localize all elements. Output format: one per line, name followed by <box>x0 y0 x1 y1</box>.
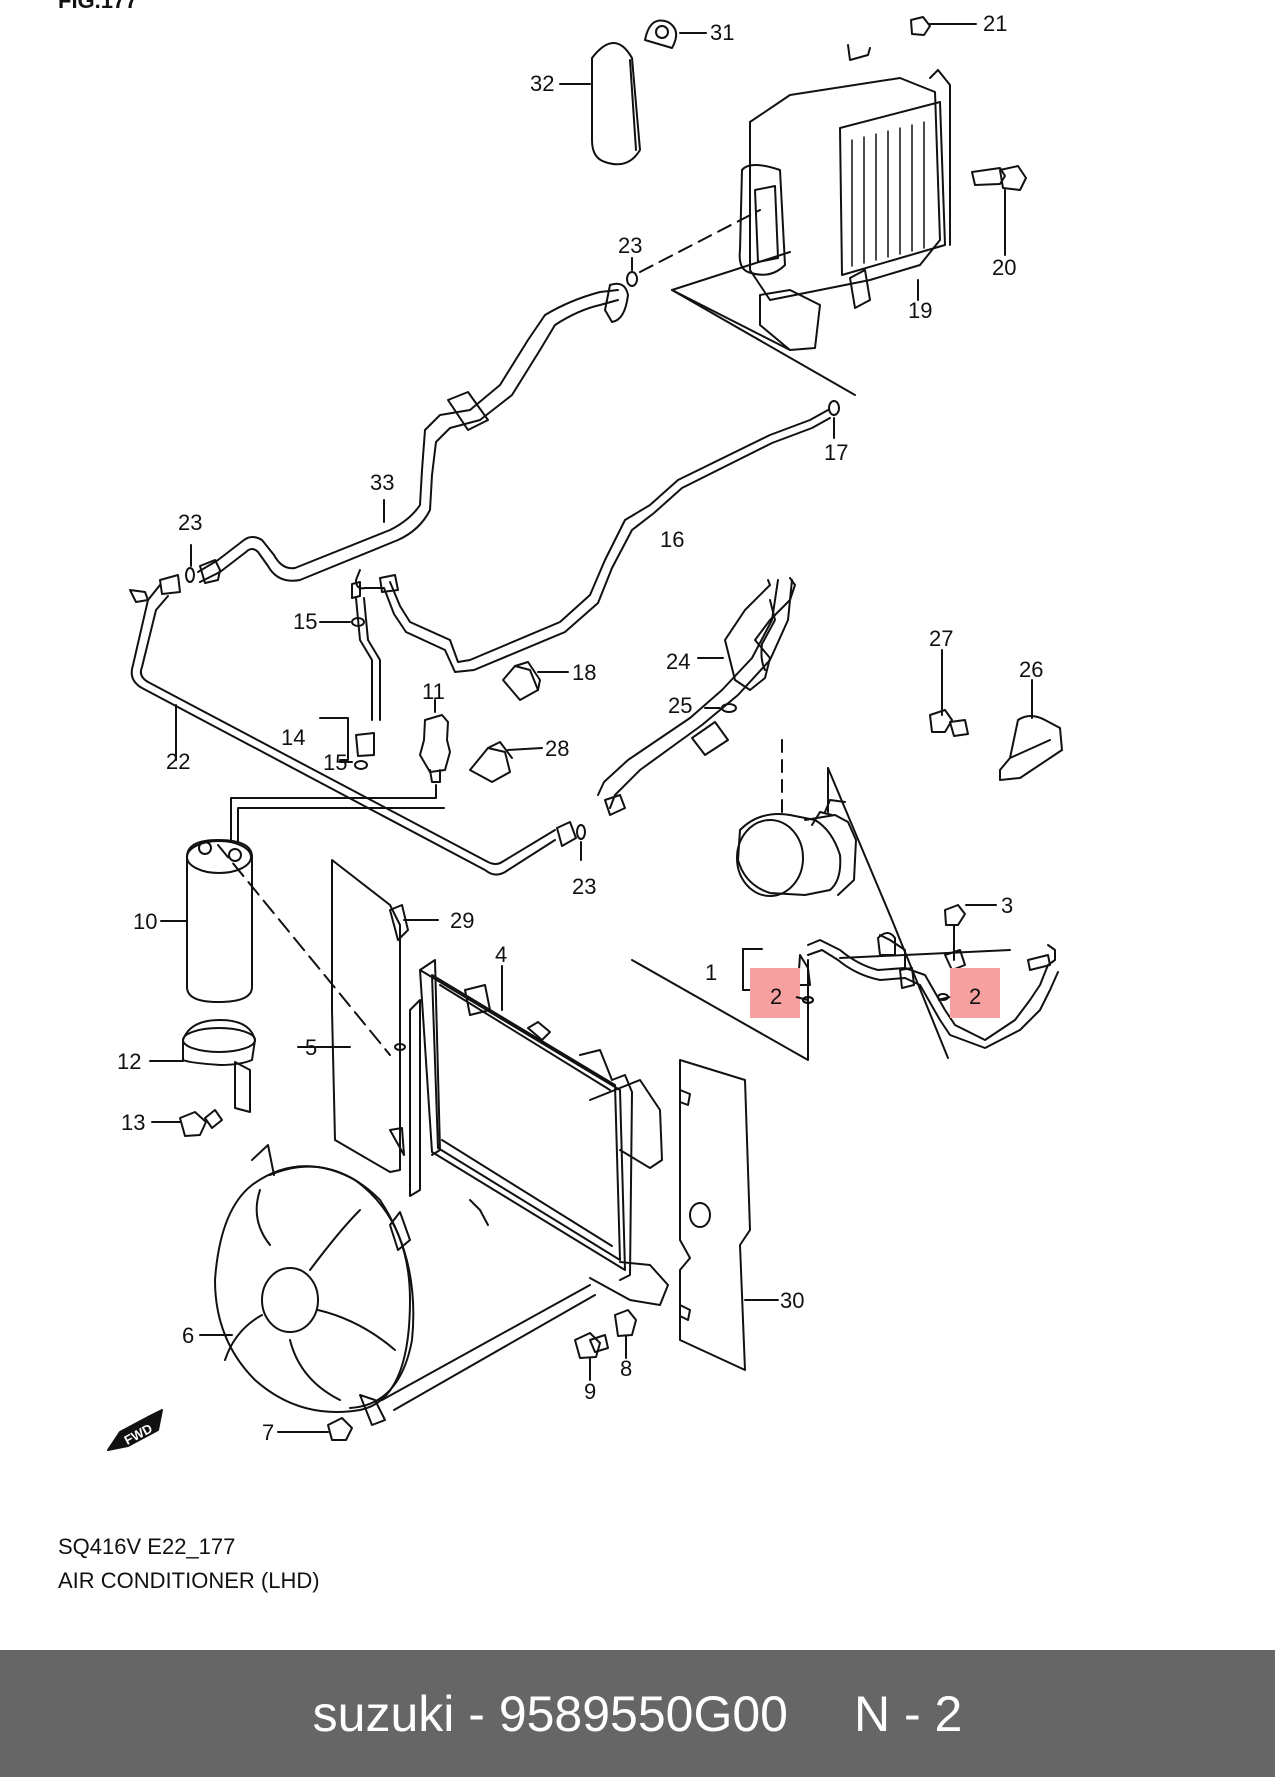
callout-17: 17 <box>824 440 848 465</box>
part-23-oring-bottom <box>556 821 586 861</box>
callout-19: 19 <box>908 298 932 323</box>
callout-27: 27 <box>929 626 953 651</box>
part-22-liquid-pipe <box>129 584 556 876</box>
callout-31: 31 <box>710 20 734 45</box>
highlight-box-part-2-right <box>950 968 1000 1018</box>
parts-diagram: FIG.177 <box>58 0 1063 1451</box>
part-23-oring-left <box>159 544 221 595</box>
callout-14: 14 <box>281 725 305 750</box>
part-14-pressure-hose <box>319 581 381 770</box>
callout-24: 24 <box>666 649 690 674</box>
part-8-grommet <box>614 1309 637 1359</box>
callout-21: 21 <box>983 11 1007 36</box>
part-number-footer: suzuki - 9589550G00 N - 2 <box>0 1650 1275 1777</box>
callout-6: 6 <box>182 1323 194 1348</box>
highlight-box-part-2-left <box>750 968 800 1018</box>
callout-13: 13 <box>121 1110 145 1135</box>
callout-22: 22 <box>166 749 190 774</box>
callout-26: 26 <box>1019 657 1043 682</box>
part-18-clamp <box>502 661 569 701</box>
callout-11: 11 <box>422 679 445 704</box>
callout-12: 12 <box>117 1049 141 1074</box>
part-19-evaporator <box>738 44 951 351</box>
brand-part-number: suzuki - 9589550G00 <box>312 1685 788 1742</box>
part-3-bolt <box>944 904 997 961</box>
fwd-label: FWD <box>122 1421 155 1448</box>
part-4-condenser <box>409 959 669 1306</box>
callout-16: 16 <box>660 527 684 552</box>
part-29-side-seal <box>297 859 439 1173</box>
callout-1: 1 <box>705 960 717 985</box>
callout-28: 28 <box>545 736 569 761</box>
callout-25: 25 <box>668 693 692 718</box>
part-12-bracket <box>149 1019 256 1113</box>
callout-3: 3 <box>1001 893 1013 918</box>
callout-9: 9 <box>584 1379 596 1404</box>
part-28-clamp <box>469 741 543 783</box>
part-27-bolt <box>929 649 969 737</box>
part-26-bracket <box>999 679 1063 781</box>
part-6-fan-assembly <box>199 1144 415 1426</box>
callout-30: 30 <box>780 1288 804 1313</box>
callout-32: 32 <box>530 71 554 96</box>
part-23-oring-top <box>626 209 761 287</box>
part-7-nut <box>277 1417 353 1441</box>
section-name: AIR CONDITIONER (LHD) <box>58 1568 320 1593</box>
part-24-suction-hose <box>597 577 796 816</box>
fwd-arrow-icon <box>107 1409 163 1451</box>
part-32-cover <box>559 42 641 166</box>
part-1-hose-assembly <box>742 932 1059 1049</box>
callout-15-top: 15 <box>293 609 317 634</box>
part-31-grommet <box>644 19 707 49</box>
part-20-bolt <box>971 165 1027 256</box>
part-11-pressure-switch <box>419 699 451 783</box>
callout-10: 10 <box>133 909 157 934</box>
callout-7: 7 <box>262 1420 274 1445</box>
part-30-seal <box>679 1059 779 1371</box>
callout-4: 4 <box>495 942 507 967</box>
compressor <box>736 739 949 1059</box>
title-block: SQ416V E22_177 AIR CONDITIONER (LHD) <box>58 1530 320 1598</box>
callout-8: 8 <box>620 1356 632 1381</box>
quantity-label: N - 2 <box>853 1685 963 1742</box>
part-13-bolt <box>151 1109 223 1137</box>
callout-33: 33 <box>370 470 394 495</box>
callout-5: 5 <box>305 1035 317 1060</box>
callout-20: 20 <box>992 255 1016 280</box>
part-10-receiver-dryer <box>160 784 445 1003</box>
callout-2-left: 2 <box>770 984 782 1009</box>
model-code: SQ416V E22_177 <box>58 1534 236 1559</box>
callout-18: 18 <box>572 660 596 685</box>
callout-2-right: 2 <box>969 984 981 1009</box>
callout-23-top: 23 <box>618 233 642 258</box>
part-33-suction-hose <box>197 282 629 583</box>
part-9-bolt <box>574 1332 609 1381</box>
callout-15-bottom: 15 <box>323 750 347 775</box>
part-21-nut <box>910 16 977 36</box>
part-16-discharge-line <box>355 400 840 673</box>
callout-29: 29 <box>450 908 474 933</box>
fig-label: FIG.177 <box>58 0 137 13</box>
callout-23-left: 23 <box>178 510 202 535</box>
callout-23-bottom: 23 <box>572 874 596 899</box>
